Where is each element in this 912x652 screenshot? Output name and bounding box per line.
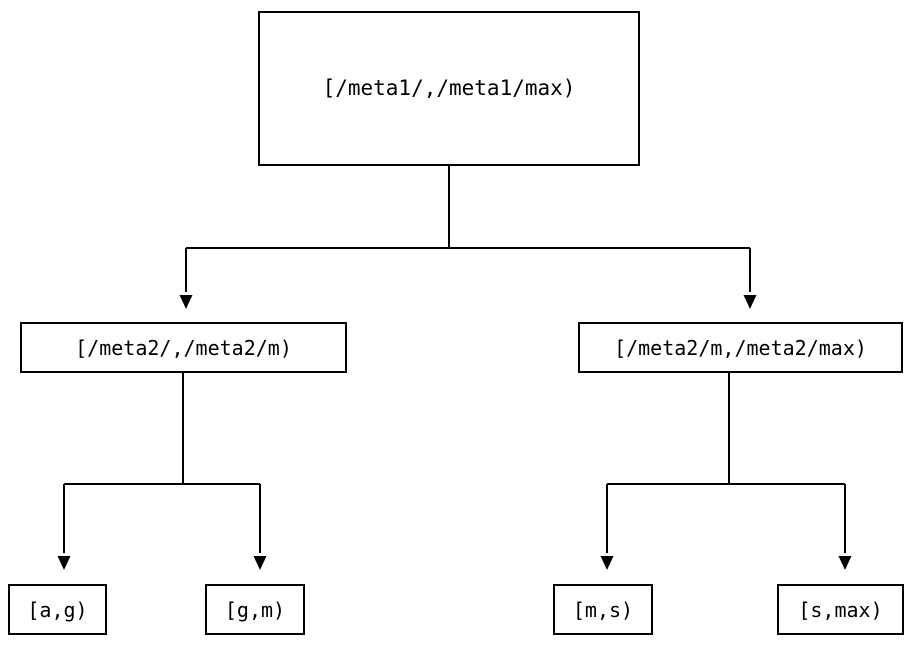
arrowhead-icon xyxy=(600,556,614,570)
tree-node-leaf-ag-label: [a,g) xyxy=(27,597,88,622)
tree-node-meta2-high[interactable]: [/meta2/m,/meta2/max) xyxy=(578,322,903,373)
tree-node-leaf-ms[interactable]: [m,s) xyxy=(553,584,653,635)
tree-node-root-label: [/meta1/,/meta1/max) xyxy=(322,76,576,100)
tree-node-leaf-smax[interactable]: [s,max) xyxy=(777,584,904,635)
arrowhead-icon xyxy=(179,295,193,309)
tree-node-leaf-smax-label: [s,max) xyxy=(798,597,883,622)
arrowhead-icon xyxy=(253,556,267,570)
arrowhead-icon xyxy=(838,556,852,570)
tree-node-root[interactable]: [/meta1/,/meta1/max) xyxy=(258,11,640,166)
tree-node-leaf-gm[interactable]: [g,m) xyxy=(205,584,305,635)
arrowhead-icon xyxy=(743,295,757,309)
tree-node-leaf-ag[interactable]: [a,g) xyxy=(8,584,107,635)
edge-meta2low-to-children xyxy=(57,373,267,570)
tree-node-meta2-low-label: [/meta2/,/meta2/m) xyxy=(75,335,292,360)
tree-node-meta2-low[interactable]: [/meta2/,/meta2/m) xyxy=(20,322,347,373)
arrowhead-icon xyxy=(57,556,71,570)
edge-meta2high-to-children xyxy=(600,373,852,570)
tree-node-leaf-gm-label: [g,m) xyxy=(224,597,286,622)
tree-node-meta2-high-label: [/meta2/m,/meta2/max) xyxy=(614,335,867,360)
tree-node-leaf-ms-label: [m,s) xyxy=(572,597,634,622)
edge-root-to-children xyxy=(179,166,757,309)
